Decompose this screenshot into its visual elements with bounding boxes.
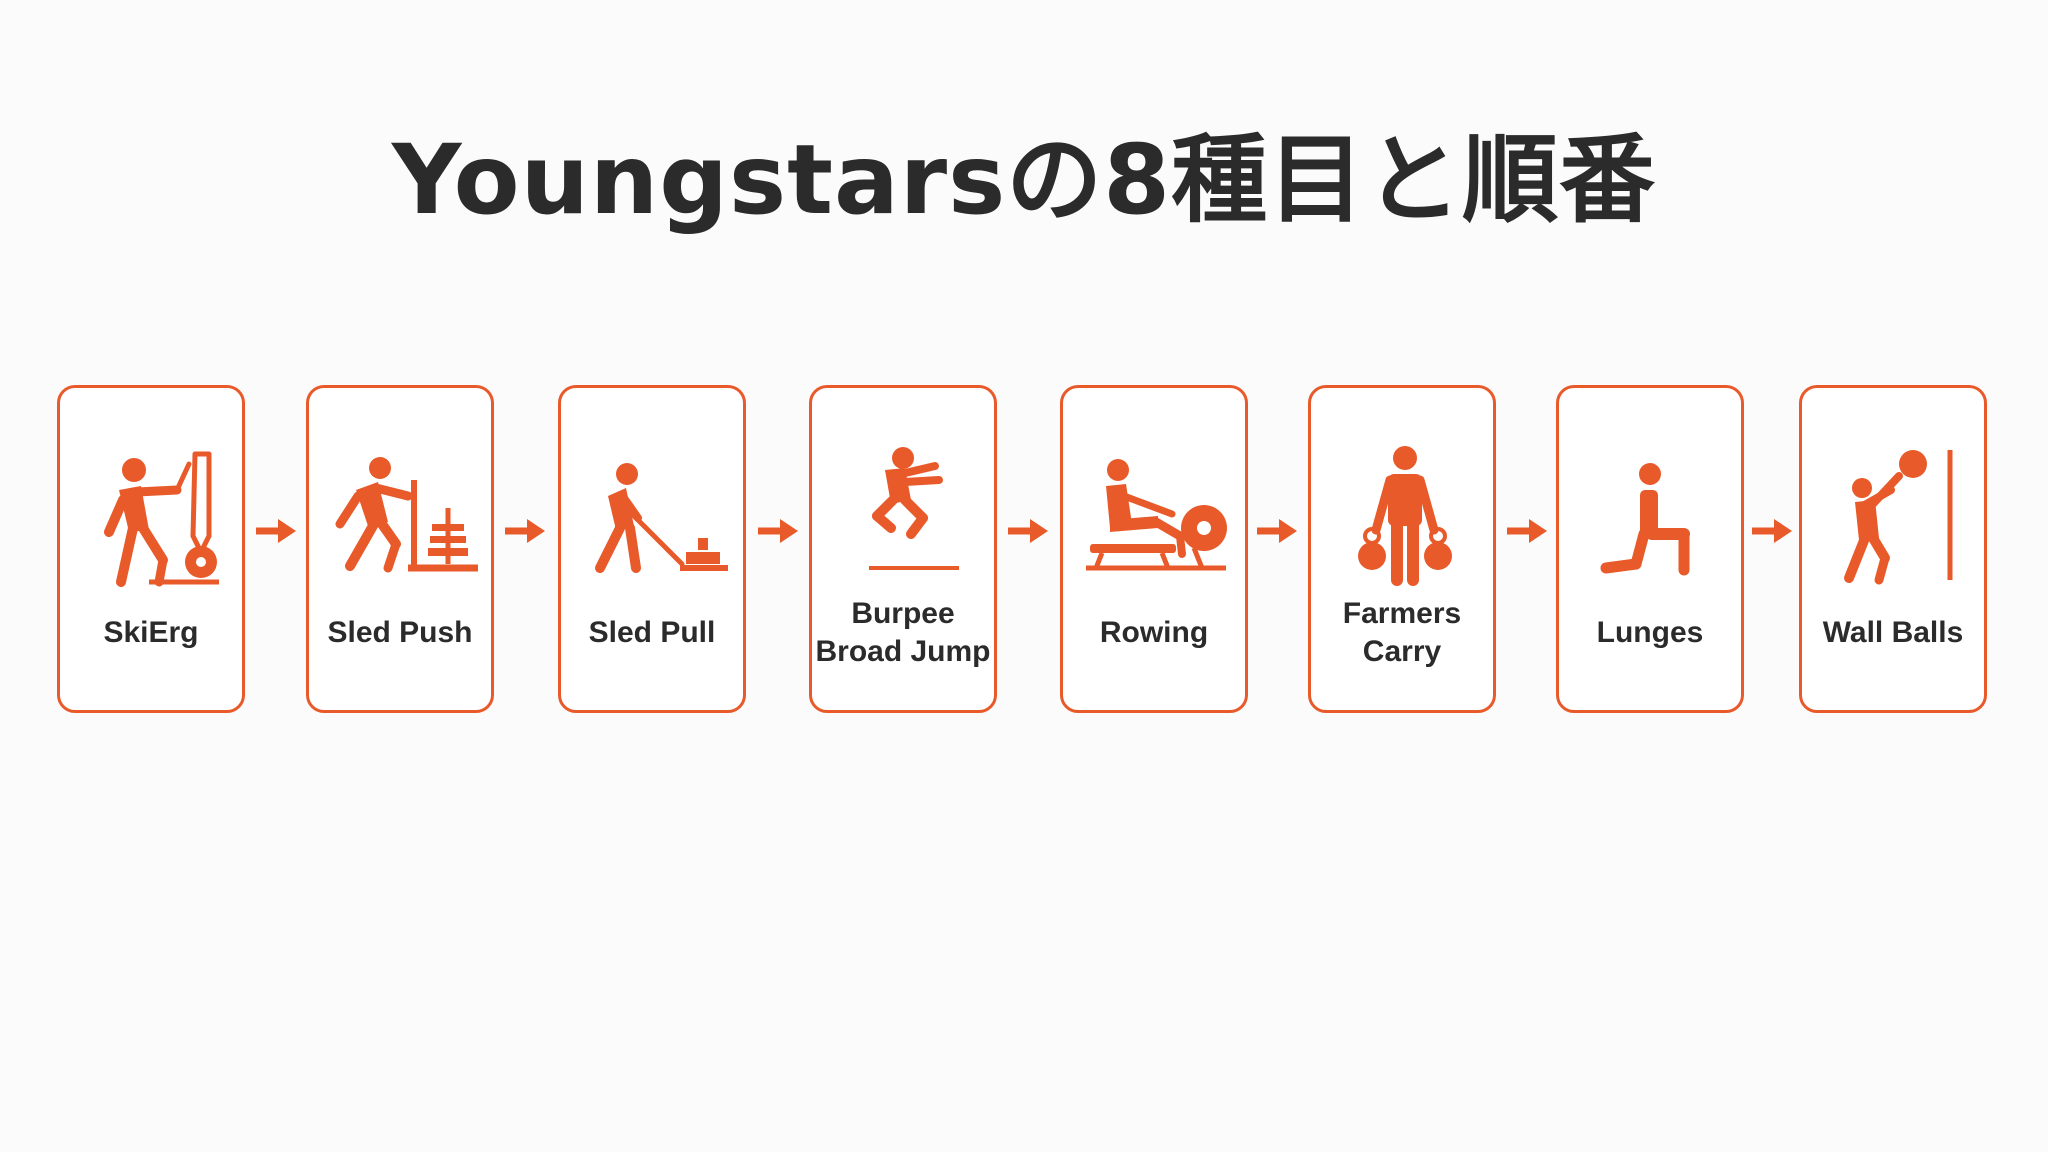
arrow-right-icon — [1257, 519, 1297, 543]
step-card-rowing: Rowing — [1060, 385, 1248, 713]
skierg-icon — [104, 451, 219, 587]
step-card-burpee-broad-jump: Burpee Broad Jump — [809, 385, 997, 713]
lunges-icon — [1600, 463, 1690, 576]
arrow-right-icon — [256, 519, 296, 543]
arrow-right-icon — [1507, 519, 1547, 543]
step-card-sled-pull: Sled Pull — [558, 385, 746, 713]
burpee-broad-jump-icon — [869, 447, 959, 570]
sled-push-icon — [335, 457, 478, 573]
step-card-wall-balls: Wall Balls — [1799, 385, 1987, 713]
arrow-right-icon — [505, 519, 545, 543]
step-label: Sled Pull — [588, 616, 716, 649]
step-card-sled-push: Sled Push — [306, 385, 494, 713]
step-label: Farmers Carry — [1342, 597, 1462, 668]
step-card-skierg: SkiErg — [57, 385, 245, 713]
arrow-right-icon — [758, 519, 798, 543]
arrow-right-icon — [1008, 519, 1048, 543]
step-card-lunges: Lunges — [1556, 385, 1744, 713]
step-card-farmers-carry: Farmers Carry — [1308, 385, 1496, 713]
step-label: Lunges — [1596, 616, 1704, 649]
farmers-carry-icon — [1358, 446, 1452, 586]
page-title: Youngstarsの8種目と順番 — [391, 124, 1657, 236]
arrow-right-icon — [1752, 519, 1792, 543]
step-label: SkiErg — [103, 616, 199, 649]
wall-balls-icon — [1844, 450, 1953, 585]
step-label: Rowing — [1099, 616, 1209, 649]
step-label: Wall Balls — [1822, 616, 1964, 649]
step-label: Sled Push — [327, 616, 473, 649]
step-label: Burpee Broad Jump — [815, 597, 991, 668]
rowing-icon — [1086, 459, 1227, 571]
sled-pull-icon — [595, 463, 728, 573]
